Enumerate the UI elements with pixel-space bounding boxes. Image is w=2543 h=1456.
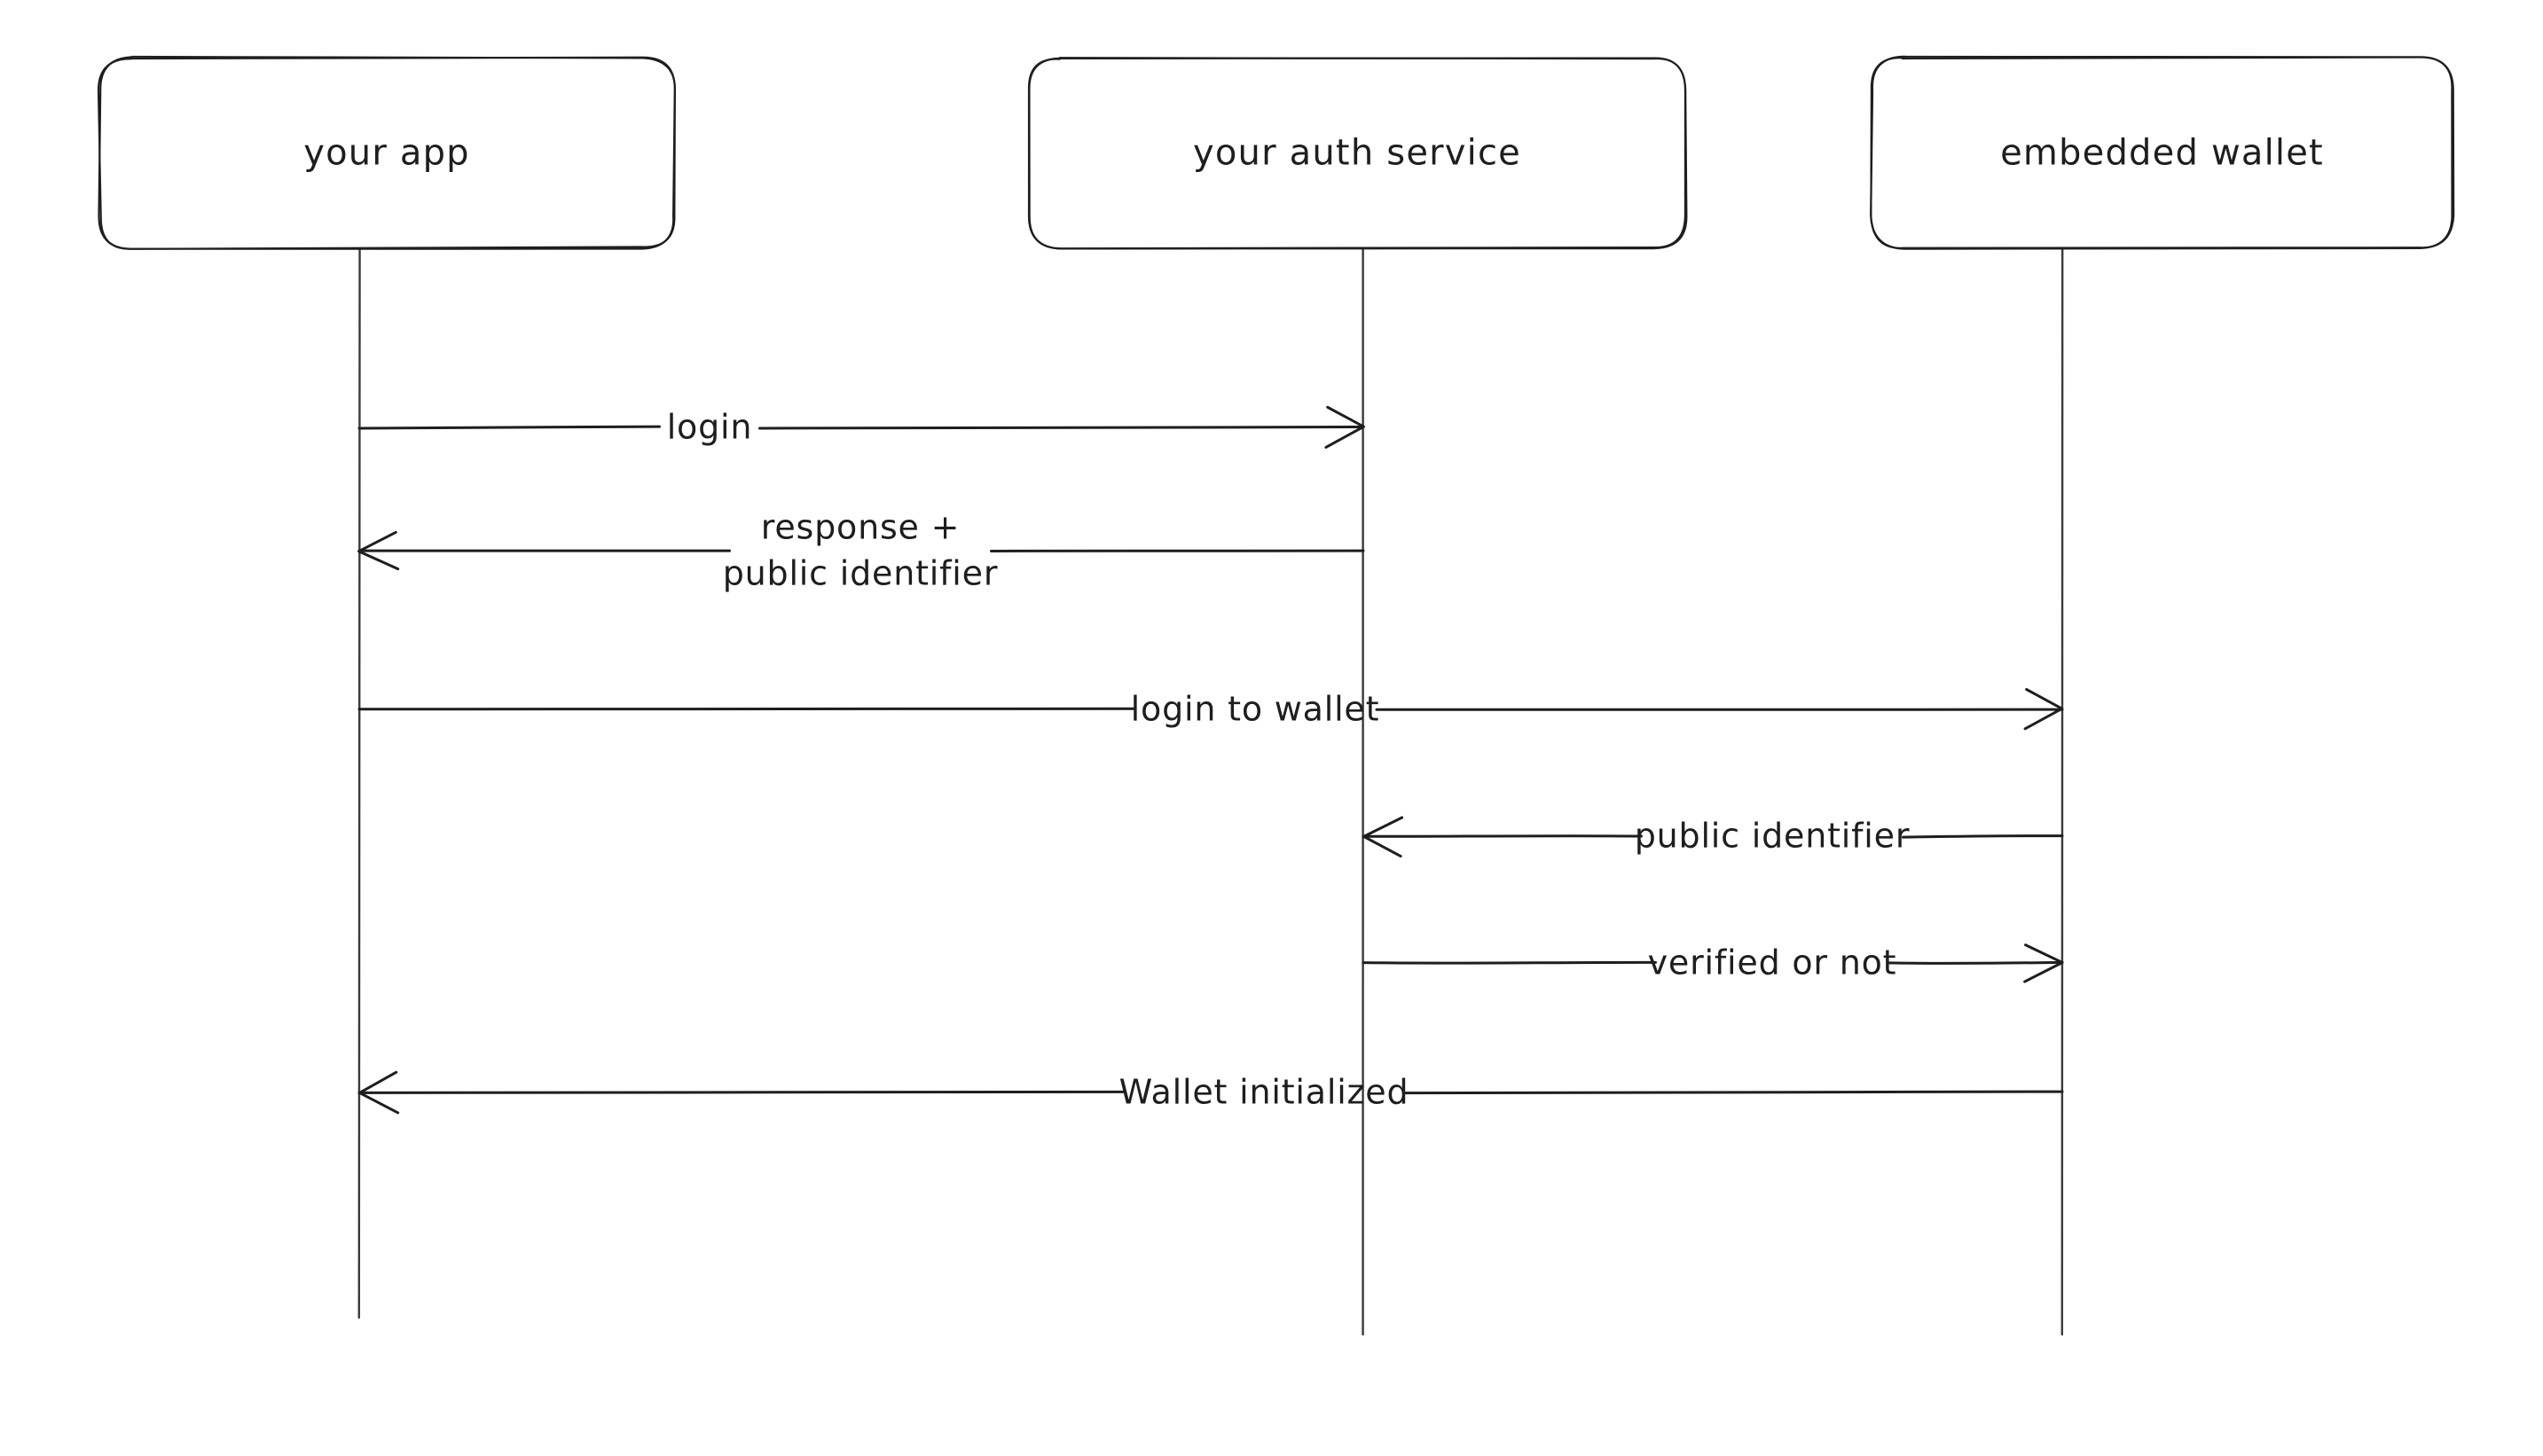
message-m4[interactable] <box>1362 816 2064 858</box>
lifeline-wallet <box>2060 247 2064 1336</box>
arrowhead-m6 <box>357 1070 400 1115</box>
message-m6[interactable] <box>357 1070 2064 1115</box>
arrowhead-m1 <box>1324 405 1365 449</box>
labels-group: your app your auth service embedded wallet… <box>303 133 2324 1112</box>
message-label-m6: Wallet initialized <box>1119 1073 1409 1112</box>
participant-label-auth: your auth service <box>1193 133 1521 174</box>
lifelines-group <box>357 247 2064 1336</box>
message-m3[interactable] <box>357 688 2064 731</box>
arrowhead-m3 <box>2023 688 2064 731</box>
message-m2[interactable] <box>357 530 1365 571</box>
messages-group <box>357 405 2064 1115</box>
message-m5[interactable] <box>1362 943 2064 983</box>
participant-box-app[interactable] <box>97 55 676 250</box>
participant-boxes-group <box>97 55 2455 250</box>
arrowhead-m4 <box>1362 816 1404 858</box>
message-label-m1: login <box>667 408 753 447</box>
message-label-m3: login to wallet <box>1131 690 1380 729</box>
message-label-m2-line-1: response + <box>761 508 961 547</box>
participant-box-wallet[interactable] <box>1870 55 2455 250</box>
message-m1[interactable] <box>357 405 1365 449</box>
message-label-m4: public identifier <box>1635 817 1911 856</box>
message-label-m5: verified or not <box>1648 943 1897 982</box>
participant-label-app: your app <box>303 133 470 174</box>
arrowhead-m5 <box>2023 943 2064 983</box>
message-label-m2-line-2: public identifier <box>723 554 999 593</box>
participant-box-auth[interactable] <box>1027 57 1688 250</box>
participant-label-wallet: embedded wallet <box>2000 133 2324 174</box>
lifeline-app <box>357 247 361 1319</box>
lifeline-auth <box>1362 247 1365 1336</box>
arrowhead-m2 <box>357 530 400 571</box>
